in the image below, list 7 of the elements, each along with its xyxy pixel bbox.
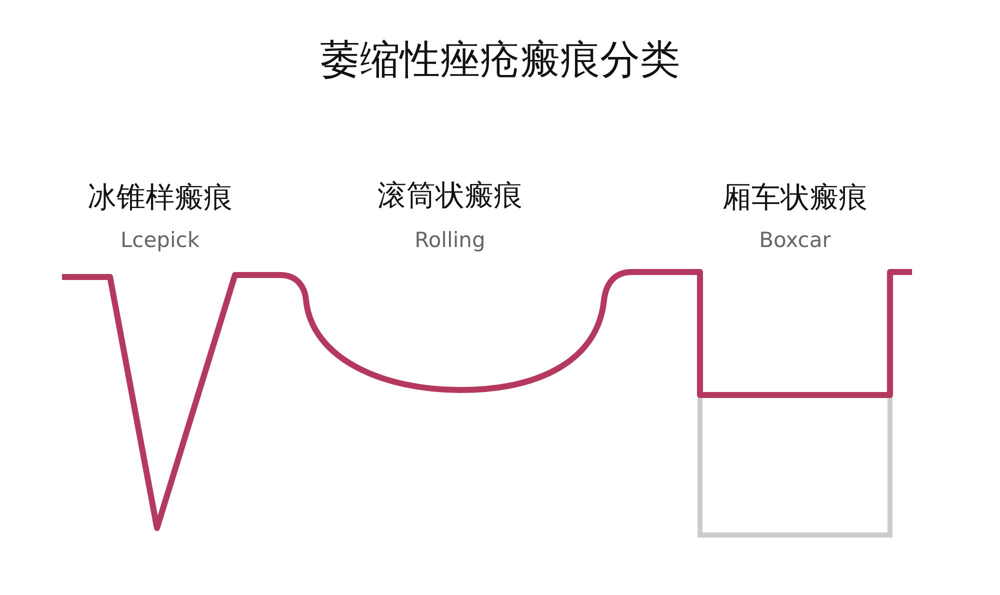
scar-type-subtitle: Rolling (414, 227, 486, 254)
scar-type-subtitle: Lcepick (119, 227, 201, 254)
scar-type-label: 滚筒状瘢痕 (376, 177, 524, 214)
diagram-title: 萎缩性痤疮瘢痕分类 (319, 36, 681, 85)
scar-type-subtitle: Boxcar (758, 227, 832, 254)
scar-type-label: 厢车状瘢痕 (722, 179, 868, 216)
scar-type-label: 冰锥样瘢痕 (86, 179, 234, 216)
